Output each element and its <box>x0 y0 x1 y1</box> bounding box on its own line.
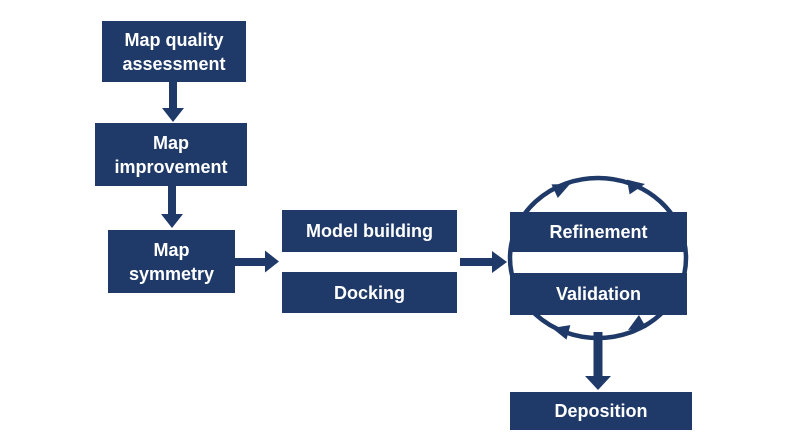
arrow-validation-to-deposition <box>585 332 611 390</box>
arrow-symmetry-to-modelbuilding <box>235 250 279 273</box>
node-label: Model building <box>306 221 433 241</box>
arrow-improvement-to-symmetry <box>161 186 183 228</box>
node-label: Map symmetry <box>128 239 215 284</box>
cycle-arrowhead-bottom-left <box>551 325 571 340</box>
node-model-building: Model building <box>282 210 457 252</box>
node-label: Map improvement <box>114 132 228 177</box>
node-label: Refinement <box>549 222 648 242</box>
node-validation: Validation <box>510 273 687 315</box>
arrow-quality-to-improvement <box>162 82 184 122</box>
node-map-symmetry: Map symmetry <box>108 230 235 293</box>
node-deposition: Deposition <box>510 392 692 430</box>
cycle-arrowhead-top-right <box>626 179 646 195</box>
node-docking: Docking <box>282 272 457 313</box>
node-label: Map quality assessment <box>122 29 226 74</box>
node-label: Deposition <box>554 401 648 421</box>
node-label: Docking <box>333 282 405 303</box>
node-map-quality-assessment: Map quality assessment <box>102 21 246 82</box>
cycle-arrowhead-bottom-right <box>627 315 647 330</box>
arrow-modelbuilding-to-refinement <box>460 251 507 273</box>
node-refinement: Refinement <box>510 212 687 252</box>
node-map-improvement: Map improvement <box>95 123 247 186</box>
cycle-arrowhead-top-left <box>551 184 571 198</box>
node-label: Validation <box>555 284 642 304</box>
